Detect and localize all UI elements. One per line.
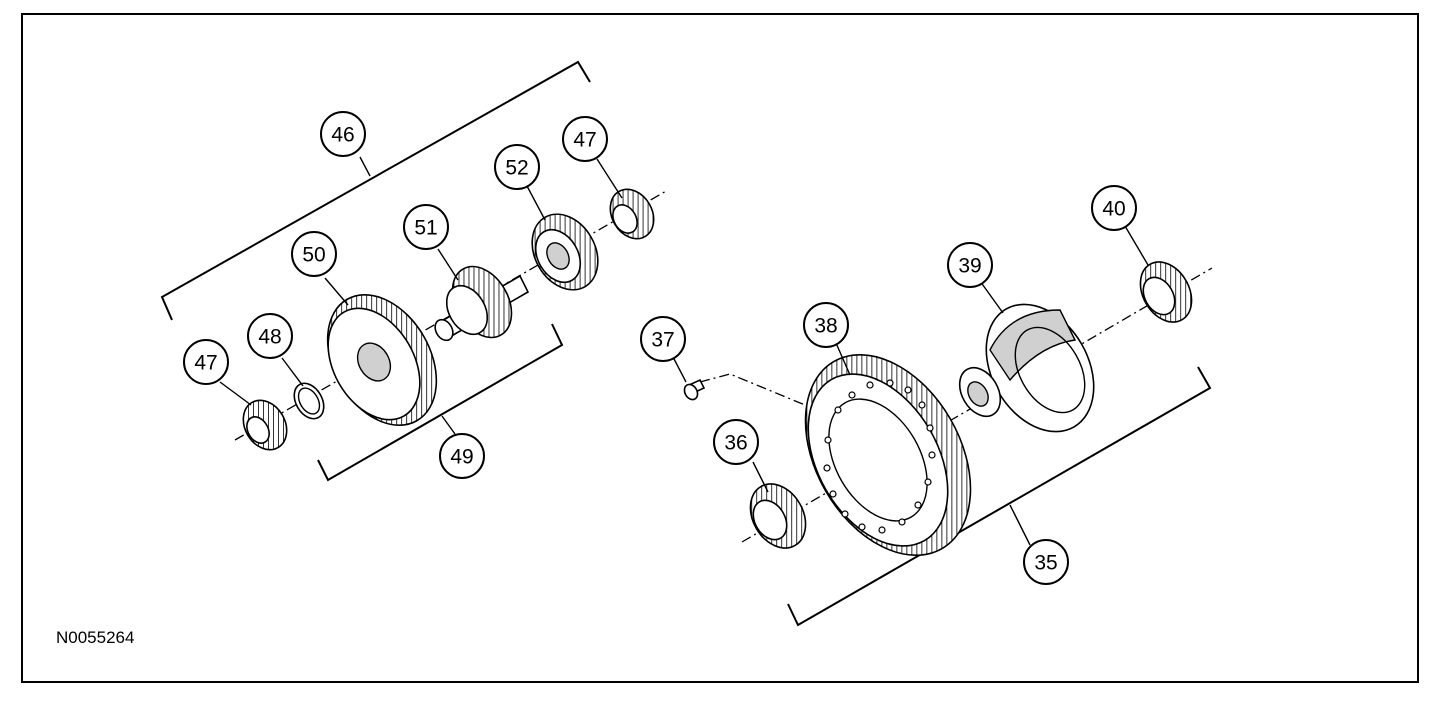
callout-49-label: 49 xyxy=(450,446,473,469)
bolt-axis xyxy=(699,373,806,406)
callout-39-label: 39 xyxy=(958,255,981,278)
callout-38-label: 38 xyxy=(814,315,837,338)
gear-52 xyxy=(531,213,599,291)
callout-46-label: 46 xyxy=(331,124,354,147)
pinion-shaft-51 xyxy=(434,265,530,342)
callout-47-lower-label: 47 xyxy=(194,352,217,375)
callout-50-label: 50 xyxy=(302,244,325,267)
bearing-40 xyxy=(1139,261,1193,323)
bracket-49 xyxy=(317,323,564,482)
differential-case-39 xyxy=(958,303,1095,433)
callout-52: 52 xyxy=(494,144,540,190)
snap-ring-48 xyxy=(293,382,325,420)
callout-47-upper-label: 47 xyxy=(573,129,596,152)
callout-39: 39 xyxy=(947,242,993,288)
bearing-36 xyxy=(749,483,807,549)
callout-51: 51 xyxy=(403,204,449,250)
callout-35: 35 xyxy=(1023,539,1069,585)
callout-46: 46 xyxy=(320,111,366,157)
callout-36: 36 xyxy=(713,419,759,465)
diagram-frame xyxy=(21,13,1419,683)
leader-lines xyxy=(219,156,1149,546)
bearing-47-upper xyxy=(609,188,655,240)
callout-35-label: 35 xyxy=(1034,552,1057,575)
callout-47-upper: 47 xyxy=(562,116,608,162)
bearing-47-lower xyxy=(242,399,288,451)
bracket-46 xyxy=(160,60,591,321)
callout-51-label: 51 xyxy=(414,217,437,240)
callout-37-label: 37 xyxy=(651,329,674,352)
figure-id: N0055264 xyxy=(56,628,135,647)
bracket-35 xyxy=(787,366,1212,627)
callout-48-label: 48 xyxy=(258,326,281,349)
callout-40-label: 40 xyxy=(1102,198,1125,221)
callout-50: 50 xyxy=(291,231,337,277)
bolt-37 xyxy=(683,378,706,401)
callout-52-label: 52 xyxy=(505,157,528,180)
callout-40: 40 xyxy=(1091,185,1137,231)
callout-36-label: 36 xyxy=(724,432,747,455)
callout-49: 49 xyxy=(439,433,485,479)
gear-50 xyxy=(326,294,438,426)
callout-38: 38 xyxy=(803,302,849,348)
callout-47-lower: 47 xyxy=(183,339,229,385)
ring-gear-38 xyxy=(804,353,972,557)
callout-48: 48 xyxy=(247,313,293,359)
callout-37: 37 xyxy=(640,316,686,362)
